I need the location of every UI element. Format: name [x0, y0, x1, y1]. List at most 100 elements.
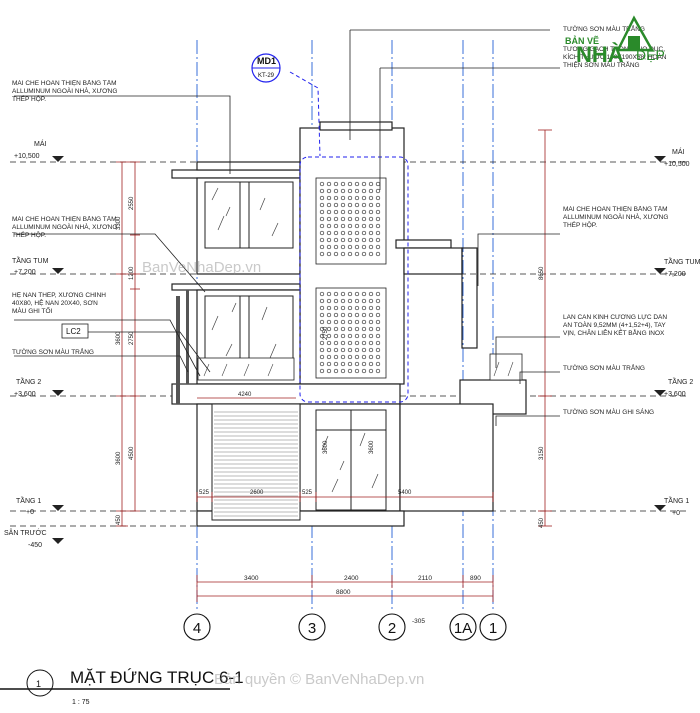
vent-hole — [333, 368, 339, 374]
note-vent-block: TƯỜNG GẠCH THÔNG GIÓ ĐÚC, KÍCH THƯỚC 190… — [563, 46, 667, 69]
vent-hole — [354, 312, 360, 318]
vent-hole — [375, 333, 381, 339]
vent-hole — [375, 251, 381, 257]
vent-hole — [333, 223, 339, 229]
vent-hole — [368, 223, 374, 229]
axis-label-2: 2 — [388, 620, 396, 637]
vent-hole — [340, 209, 346, 215]
vent-hole — [319, 223, 325, 229]
level-mai-name-right: MÁI — [672, 147, 685, 156]
vent-hole — [326, 354, 332, 360]
note-roof-cover-right: MÁI CHE HOÀN THIỆN BẰNG TẤM ALLUMINUM NG… — [563, 206, 668, 229]
vent-hole — [361, 195, 367, 201]
title-scale: 1 : 75 — [72, 699, 90, 706]
vent-hole — [340, 223, 346, 229]
vent-hole — [333, 354, 339, 360]
note-vent-block-text: TƯỜNG GẠCH THÔNG GIÓ ĐÚC, KÍCH THƯỚC 190… — [563, 46, 667, 69]
vent-hole — [375, 223, 381, 229]
vent-hole — [368, 326, 374, 332]
md1-sheet: KT-29 — [258, 73, 275, 79]
level-san-value: -450 — [28, 542, 42, 549]
vent-hole — [347, 326, 353, 332]
vent-hole — [375, 347, 381, 353]
vent-hole — [326, 202, 332, 208]
vent-hole — [326, 188, 332, 194]
md1-callout: MD1 KT-29 — [251, 53, 281, 83]
dim-mid-vert-1: 2750 — [323, 326, 329, 340]
level-tum-value-right: +7,200 — [664, 271, 686, 278]
vent-hole — [347, 354, 353, 360]
level-markers-right: MÁI +10,500 TẦNG TUM +7,200 TẦNG 2 +3,60… — [654, 147, 700, 517]
vent-hole — [326, 347, 332, 353]
ground-dimension-line — [196, 397, 494, 502]
vent-hole — [326, 251, 332, 257]
level-san-name: SÂN TRƯỚC — [4, 528, 47, 537]
axis-label-3: 3 — [308, 620, 316, 637]
vent-hole — [354, 195, 360, 201]
axis-label-4: 4 — [193, 620, 201, 637]
vent-hole — [333, 298, 339, 304]
vent-hole — [361, 305, 367, 311]
vent-hole — [326, 340, 332, 346]
vent-hole — [347, 202, 353, 208]
vent-hole — [333, 340, 339, 346]
note-glass-rail: LAN CAN KÍNH CƯỜNG LỰC DÁN AN TOÀN 9,52M… — [563, 314, 667, 337]
vent-hole — [326, 326, 332, 332]
vent-hole — [375, 368, 381, 374]
watermark-bottom: Bản quyền © BanVeNhaDep.vn — [214, 671, 424, 688]
vent-hole — [368, 291, 374, 297]
vent-hole — [354, 188, 360, 194]
vent-hole — [361, 188, 367, 194]
vent-hole — [347, 291, 353, 297]
vent-hole — [354, 291, 360, 297]
md1-id: MD1 — [257, 56, 276, 66]
vent-hole — [347, 223, 353, 229]
vent-hole — [319, 230, 325, 236]
vent-hole — [361, 216, 367, 222]
logo-text-b: NHÀ — [576, 42, 624, 67]
vent-hole — [361, 237, 367, 243]
vent-hole — [347, 181, 353, 187]
note-roof-cover-1-text: MÁI CHE HOÀN THIỆN BẰNG TẤM ALLUMINUM NG… — [12, 80, 118, 103]
vent-hole — [326, 305, 332, 311]
vent-hole — [368, 298, 374, 304]
axis-labels: 4 3 2 1A 1 — [193, 620, 497, 637]
vent-hole — [368, 230, 374, 236]
vent-hole — [319, 305, 325, 311]
vent-hole — [361, 368, 367, 374]
title-text: MẶT ĐỨNG TRỤC 6-1 — [70, 668, 244, 687]
vent-hole — [326, 244, 332, 250]
vent-hole — [375, 216, 381, 222]
bottom-dimension-lines — [196, 575, 494, 602]
vent-hole — [354, 181, 360, 187]
balcony-railings — [197, 353, 523, 381]
vent-hole — [326, 223, 332, 229]
vent-hole — [326, 298, 332, 304]
glass-reflection-marks — [211, 187, 379, 493]
vent-hole — [347, 244, 353, 250]
vent-hole — [333, 312, 339, 318]
vent-hole — [368, 181, 374, 187]
vent-hole — [319, 244, 325, 250]
vent-hole — [375, 291, 381, 297]
dim-bottom-total: 8800 — [336, 589, 351, 596]
vent-hole — [319, 319, 325, 325]
vent-hole — [347, 209, 353, 215]
vent-hole — [361, 333, 367, 339]
vent-hole — [340, 244, 346, 250]
vent-hole — [354, 361, 360, 367]
vent-hole — [347, 319, 353, 325]
lc2-text: LC2 — [66, 327, 81, 336]
railing-glass-marks — [203, 361, 514, 377]
vent-hole — [347, 368, 353, 374]
vent-hole — [333, 326, 339, 332]
vent-hole — [319, 195, 325, 201]
vent-hole — [347, 305, 353, 311]
level-tum-value: +7,200 — [14, 269, 36, 276]
axis-label-1a: 1A — [454, 620, 472, 637]
note-steel-bars: HỆ NAN THÉP, XƯƠNG CHÍNH 40X80, HỆ NAN 2… — [12, 292, 106, 315]
vent-hole — [319, 312, 325, 318]
vent-hole — [375, 202, 381, 208]
vent-hole — [375, 361, 381, 367]
